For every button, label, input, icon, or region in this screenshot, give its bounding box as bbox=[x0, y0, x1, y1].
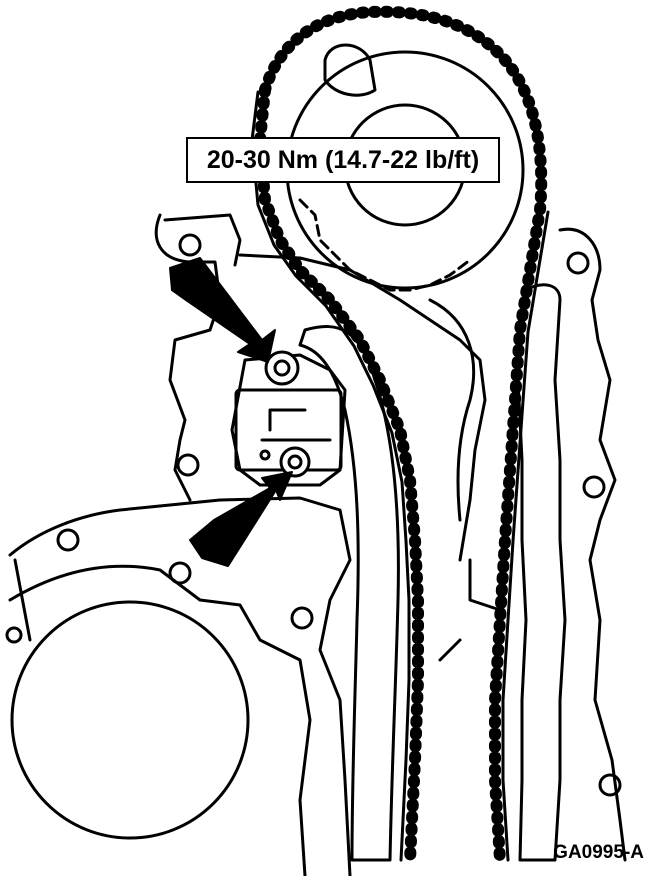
engine-front-cover bbox=[8, 496, 352, 876]
upper-bolt bbox=[264, 350, 300, 386]
upper-arrow bbox=[169, 257, 276, 363]
guide-bracket bbox=[558, 227, 627, 862]
tensioner-housing bbox=[230, 353, 347, 487]
sprocket-teeth bbox=[298, 198, 472, 292]
chain-outer-edge-left bbox=[250, 90, 411, 862]
mounting-hole bbox=[176, 453, 200, 477]
chain-guide bbox=[516, 283, 567, 862]
interior-contour bbox=[438, 638, 462, 662]
mounting-hole bbox=[56, 528, 80, 552]
tensioner-plunger bbox=[260, 408, 332, 442]
mounting-hole bbox=[582, 475, 606, 499]
upper-bolt-head bbox=[273, 359, 291, 377]
pump-body bbox=[428, 298, 476, 522]
tensioner-pin bbox=[259, 449, 271, 461]
lower-bolt bbox=[279, 446, 311, 478]
tensioner-arm bbox=[298, 325, 400, 862]
torque-callout: 20-30 Nm (14.7-22 lb/ft) bbox=[186, 137, 500, 183]
torque-spec-label: 20-30 Nm (14.7-22 lb/ft) bbox=[206, 145, 480, 174]
mounting-hole bbox=[5, 626, 23, 644]
mounting-hole bbox=[178, 233, 202, 257]
lower-bolt-head bbox=[287, 454, 303, 470]
mounting-hole bbox=[168, 561, 192, 585]
figure-id-label: GA0995-A bbox=[553, 842, 644, 863]
mounting-hole bbox=[290, 606, 314, 630]
camshaft-keyway bbox=[323, 43, 377, 97]
mounting-hole bbox=[598, 773, 622, 797]
block-outline bbox=[8, 558, 312, 876]
crankshaft-bore bbox=[10, 600, 250, 840]
chain-left-run bbox=[259, 5, 548, 866]
interior-contour bbox=[468, 558, 502, 612]
mounting-hole bbox=[566, 251, 590, 275]
chain-outer-edge-right bbox=[501, 210, 550, 862]
cover-boss bbox=[163, 213, 242, 267]
pump-housing bbox=[238, 253, 487, 562]
cover-edge bbox=[154, 213, 222, 502]
chain-right-run bbox=[254, 84, 424, 866]
lower-arrow bbox=[189, 471, 293, 567]
